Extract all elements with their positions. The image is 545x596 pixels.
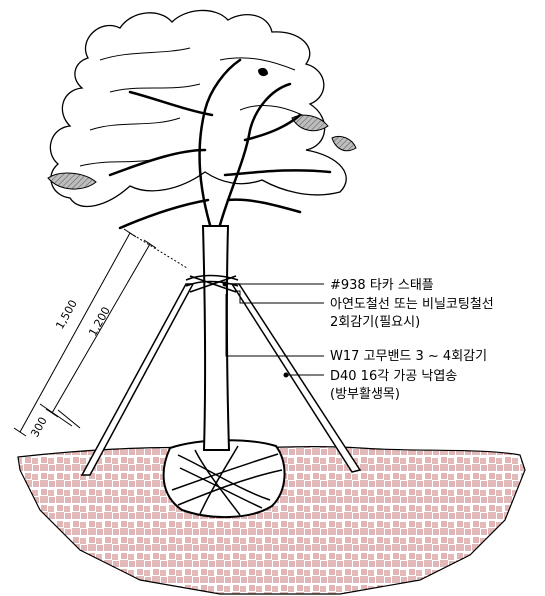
label-rubber-band: W17 고무밴드 3 ~ 4회감기 <box>330 349 487 364</box>
dimension-upper: 1,200 <box>86 305 113 339</box>
label-wire-line1: 아연도철선 또는 비닐코팅철선 <box>330 297 494 312</box>
dimension-lines <box>13 228 188 437</box>
dimension-total: 1,500 <box>53 298 80 332</box>
rubber-band-binding <box>185 274 239 293</box>
label-pole-line2: (방부활생목) <box>330 387 400 402</box>
leader-lines <box>222 281 324 378</box>
tree-crown <box>47 9 357 208</box>
tree-branches <box>108 58 332 230</box>
tree-trunk <box>201 225 231 451</box>
root-ball <box>162 439 286 518</box>
label-pole-line1: D40 16각 가공 낙엽송 <box>330 369 457 384</box>
label-wire-line2: 2회감기(필요시) <box>330 315 420 330</box>
dimension-lower: 300 <box>28 415 50 440</box>
label-staple: #938 타카 스태플 <box>330 278 434 293</box>
